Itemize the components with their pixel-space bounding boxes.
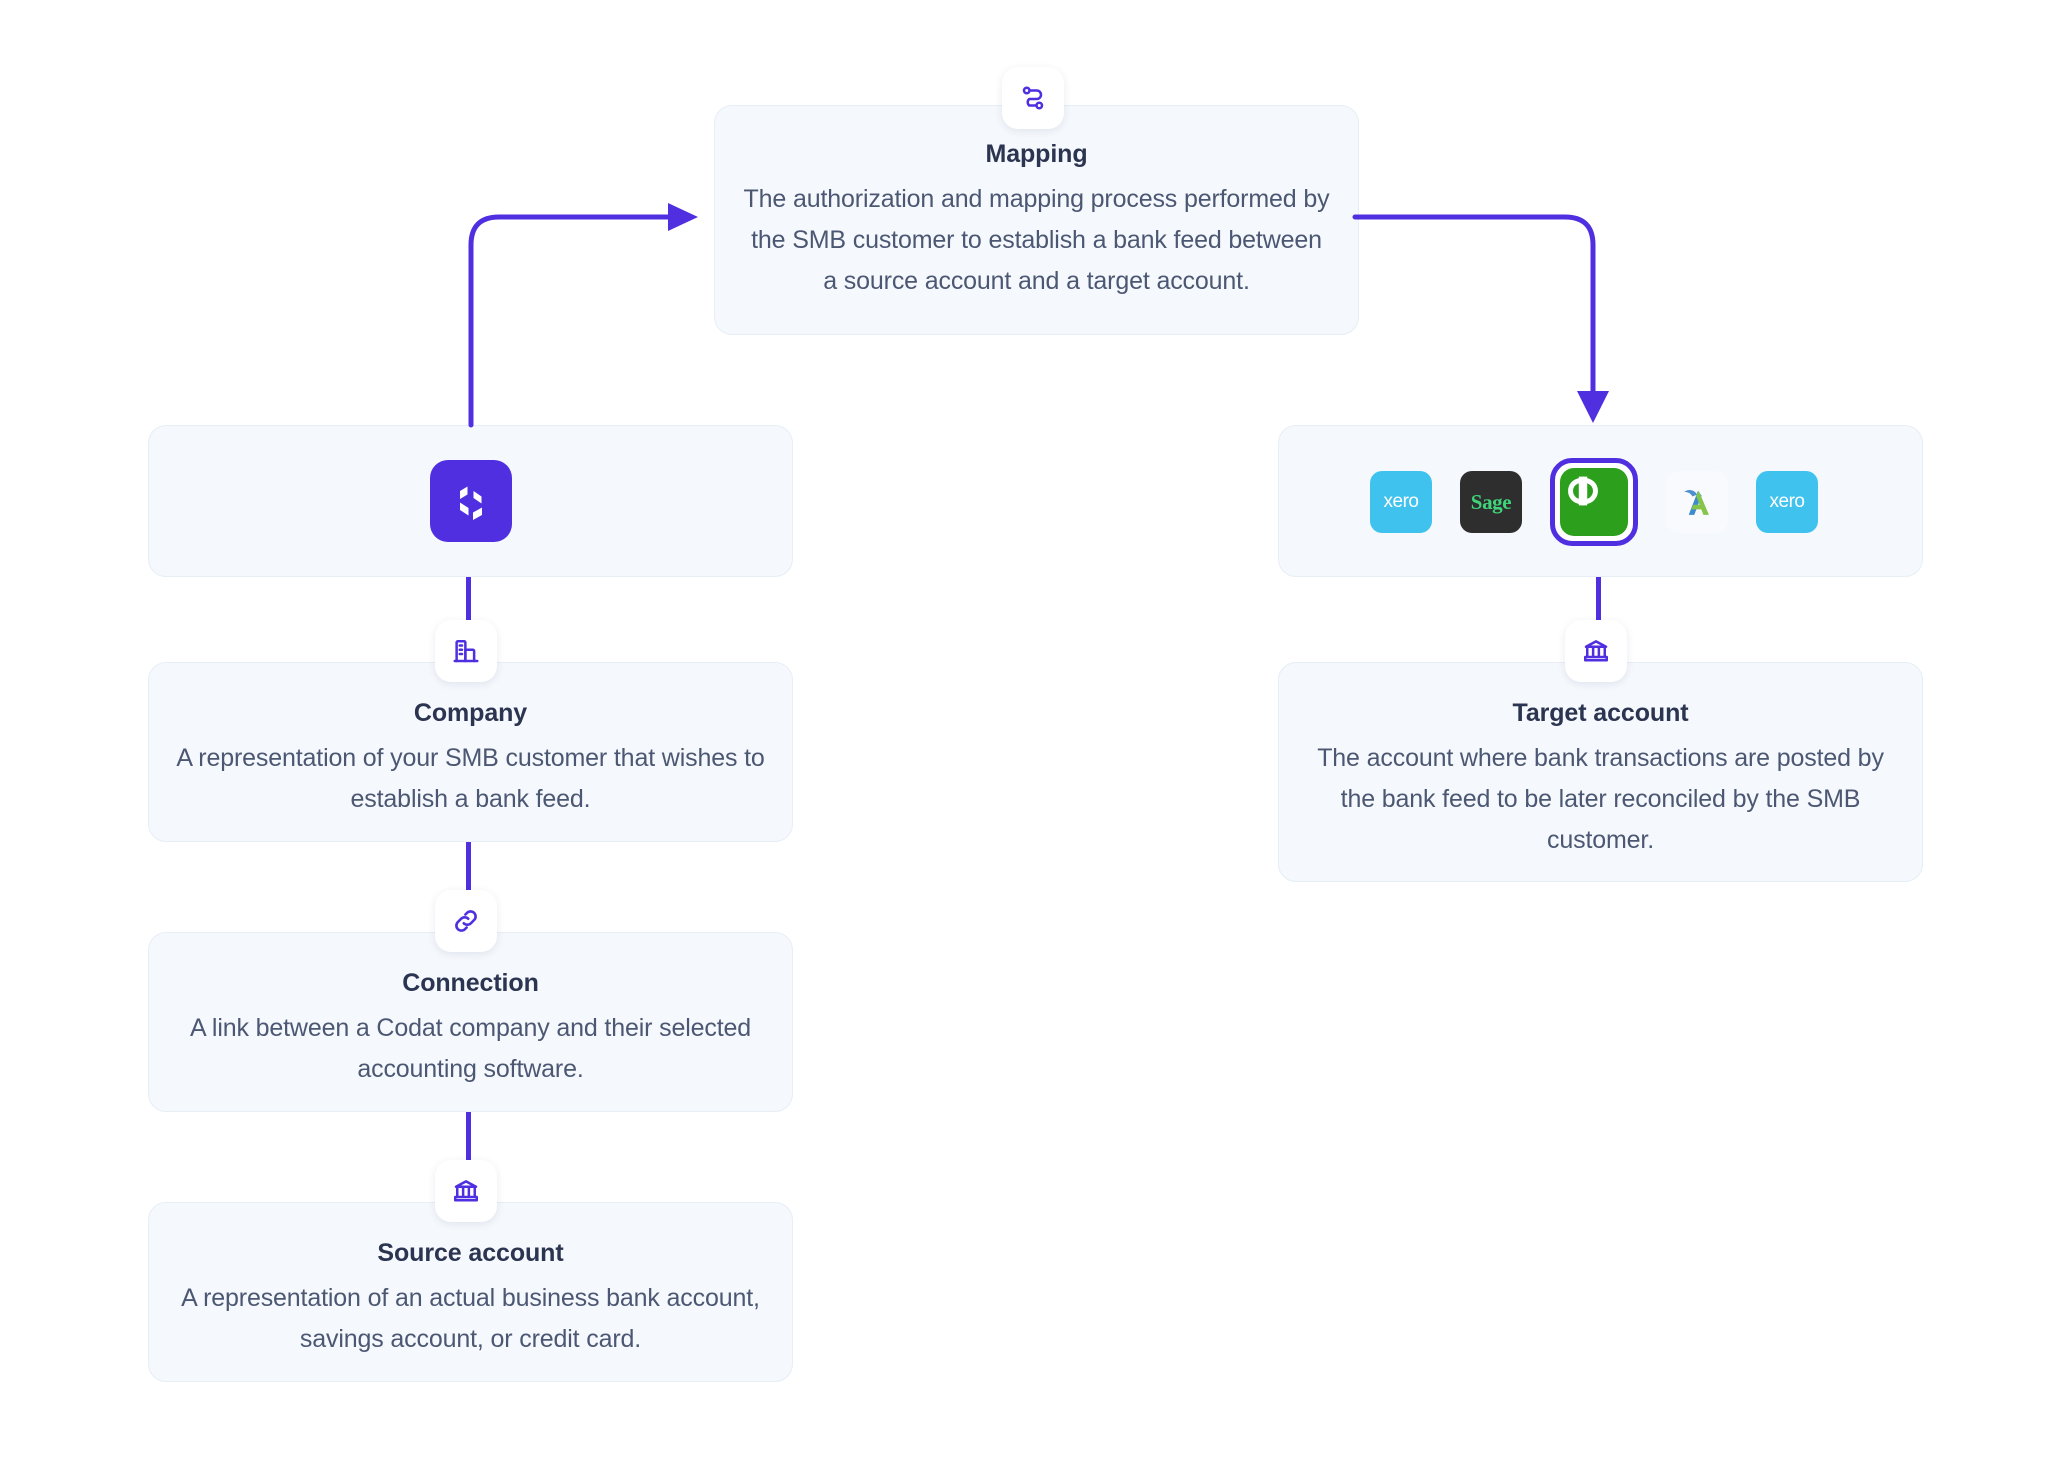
link-icon-chip xyxy=(435,890,497,952)
platform-logo-sage[interactable]: Sage xyxy=(1460,471,1522,533)
mapping-description: The authorization and mapping process pe… xyxy=(743,185,1330,295)
mapping-card: Mapping The authorization and mapping pr… xyxy=(714,105,1359,335)
connector-company-to-connection xyxy=(466,842,471,927)
connection-card: Connection A link between a Codat compan… xyxy=(148,932,793,1112)
xero-wordmark: xero xyxy=(1383,491,1419,512)
code-brackets-icon xyxy=(460,486,482,520)
route-icon xyxy=(1018,83,1048,113)
target-account-description: The account where bank transactions are … xyxy=(1317,744,1884,854)
company-description: A representation of your SMB customer th… xyxy=(176,744,765,813)
target-account-card: Target account The account where bank tr… xyxy=(1278,662,1923,882)
company-card: Company A representation of your SMB cus… xyxy=(148,662,793,842)
codat-logo-icon xyxy=(430,460,512,542)
link-icon xyxy=(451,906,481,936)
quickbooks-icon xyxy=(1560,468,1628,536)
building-icon-chip xyxy=(435,620,497,682)
connector-mapping-to-platforms xyxy=(1352,214,1609,423)
platform-logo-freshbooks[interactable] xyxy=(1666,471,1728,533)
bank-icon-chip-source xyxy=(435,1160,497,1222)
source-account-description: A representation of an actual business b… xyxy=(181,1284,760,1353)
source-account-card: Source account A representation of an ac… xyxy=(148,1202,793,1382)
building-icon xyxy=(451,636,481,666)
connection-description: A link between a Codat company and their… xyxy=(189,1014,752,1083)
freshbooks-icon xyxy=(1684,489,1709,515)
connector-connection-to-source-account xyxy=(466,1112,471,1197)
sage-wordmark: Sage xyxy=(1470,489,1512,514)
connector-codat-to-mapping xyxy=(468,203,698,428)
platform-logo-xero[interactable]: xero xyxy=(1370,471,1432,533)
xero-wordmark-2: xero xyxy=(1769,491,1805,512)
qb-glyph xyxy=(1568,476,1598,506)
bank-icon xyxy=(451,1176,481,1206)
route-icon-chip xyxy=(1002,67,1064,129)
connection-title: Connection xyxy=(402,969,539,997)
mapping-title: Mapping xyxy=(985,140,1088,168)
company-title: Company xyxy=(413,699,528,727)
source-account-title: Source account xyxy=(377,1239,564,1267)
connector-codat-to-company xyxy=(466,577,471,662)
platform-logo-xero-2[interactable]: xero xyxy=(1756,471,1818,533)
connector-platforms-to-target-account xyxy=(1596,577,1601,662)
bank-icon-chip-target xyxy=(1565,620,1627,682)
platform-logo-quickbooks-selected[interactable] xyxy=(1550,458,1638,546)
target-account-title: Target account xyxy=(1512,699,1689,727)
bank-icon xyxy=(1581,636,1611,666)
platform-logo-row: xero Sage xyxy=(1370,458,1818,546)
